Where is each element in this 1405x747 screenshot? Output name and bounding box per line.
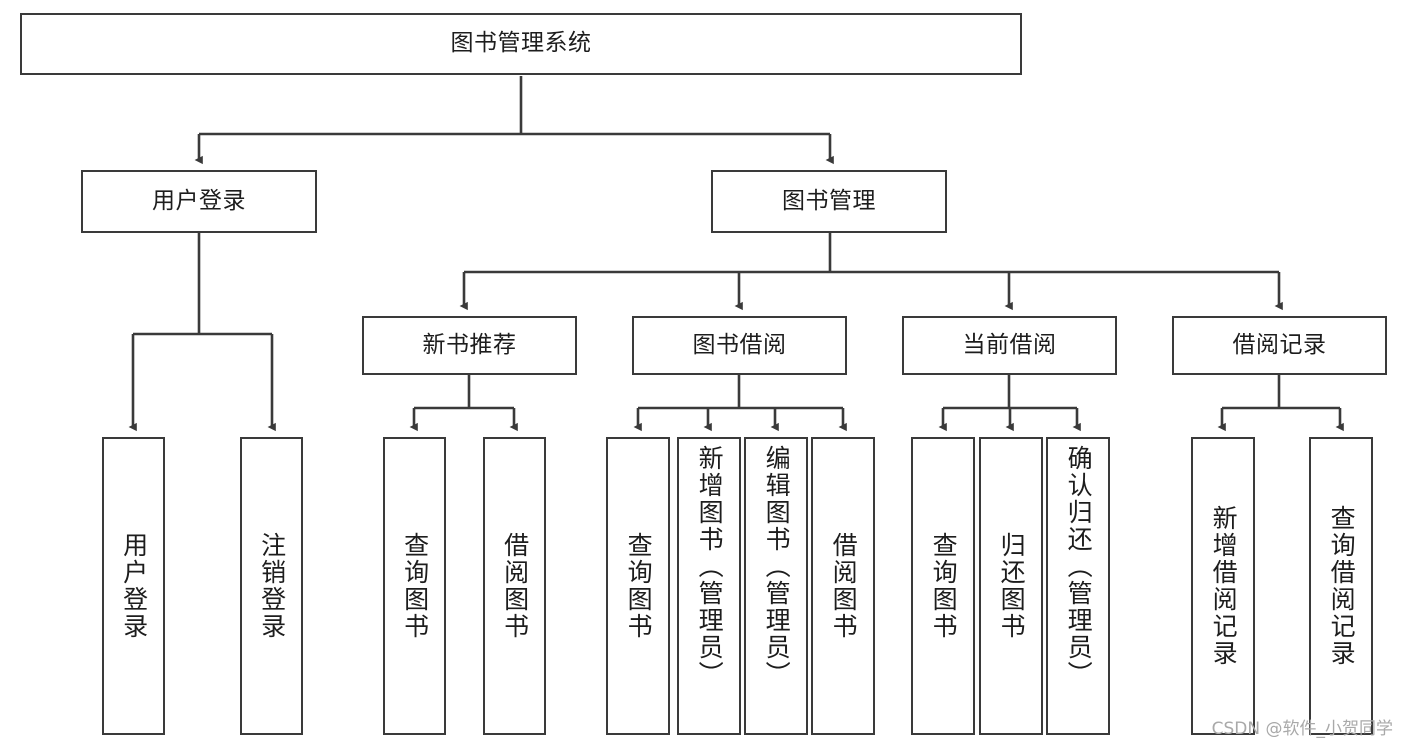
- leaf-new-book-borrow[interactable]: 借阅图书: [483, 437, 546, 735]
- node-label: 新增借阅记录: [1209, 505, 1239, 667]
- leaf-book-borrow-add[interactable]: 新增图书（管理员）: [677, 437, 741, 735]
- node-label: 图书借阅: [692, 331, 787, 358]
- node-book-borrow[interactable]: 图书借阅: [632, 316, 847, 375]
- watermark-text: CSDN @软件_小贺同学: [1211, 719, 1393, 739]
- node-label: 借阅图书: [829, 532, 859, 640]
- node-label: 用户登录: [119, 532, 149, 640]
- leaf-user-login-logout[interactable]: 注销登录: [240, 437, 303, 735]
- leaf-book-borrow-edit[interactable]: 编辑图书（管理员）: [744, 437, 808, 735]
- node-book-management[interactable]: 图书管理: [711, 170, 947, 233]
- leaf-borrow-record-query[interactable]: 查询借阅记录: [1309, 437, 1373, 735]
- leaf-current-borrow-query[interactable]: 查询图书: [911, 437, 975, 735]
- leaf-current-borrow-return[interactable]: 归还图书: [979, 437, 1043, 735]
- node-label: 用户登录: [152, 187, 246, 214]
- node-label: 确认归还（管理员）: [1064, 445, 1094, 688]
- node-new-book-recommend[interactable]: 新书推荐: [362, 316, 577, 375]
- node-current-borrow[interactable]: 当前借阅: [902, 316, 1117, 375]
- node-label: 查询图书: [624, 532, 654, 640]
- node-label: 当前借阅: [962, 331, 1057, 358]
- node-label: 编辑图书（管理员）: [762, 445, 792, 688]
- node-root-system[interactable]: 图书管理系统: [20, 13, 1022, 75]
- node-borrow-record[interactable]: 借阅记录: [1172, 316, 1387, 375]
- leaf-new-book-query[interactable]: 查询图书: [383, 437, 446, 735]
- leaf-book-borrow-query[interactable]: 查询图书: [606, 437, 670, 735]
- leaf-borrow-record-add[interactable]: 新增借阅记录: [1191, 437, 1255, 735]
- node-label: 查询图书: [929, 532, 959, 640]
- node-label: 借阅图书: [500, 532, 530, 640]
- node-label: 图书管理系统: [450, 30, 592, 57]
- node-user-login[interactable]: 用户登录: [81, 170, 317, 233]
- node-label: 新增图书（管理员）: [695, 445, 725, 688]
- node-label: 查询借阅记录: [1327, 505, 1357, 667]
- leaf-current-borrow-confirm-return[interactable]: 确认归还（管理员）: [1046, 437, 1110, 735]
- node-label: 新书推荐: [422, 331, 517, 358]
- node-label: 归还图书: [997, 532, 1027, 640]
- leaf-book-borrow-borrow[interactable]: 借阅图书: [811, 437, 875, 735]
- node-label: 查询图书: [400, 532, 430, 640]
- node-label: 借阅记录: [1232, 331, 1327, 358]
- node-label: 图书管理: [782, 187, 876, 214]
- node-label: 注销登录: [257, 532, 287, 640]
- leaf-user-login-login[interactable]: 用户登录: [102, 437, 165, 735]
